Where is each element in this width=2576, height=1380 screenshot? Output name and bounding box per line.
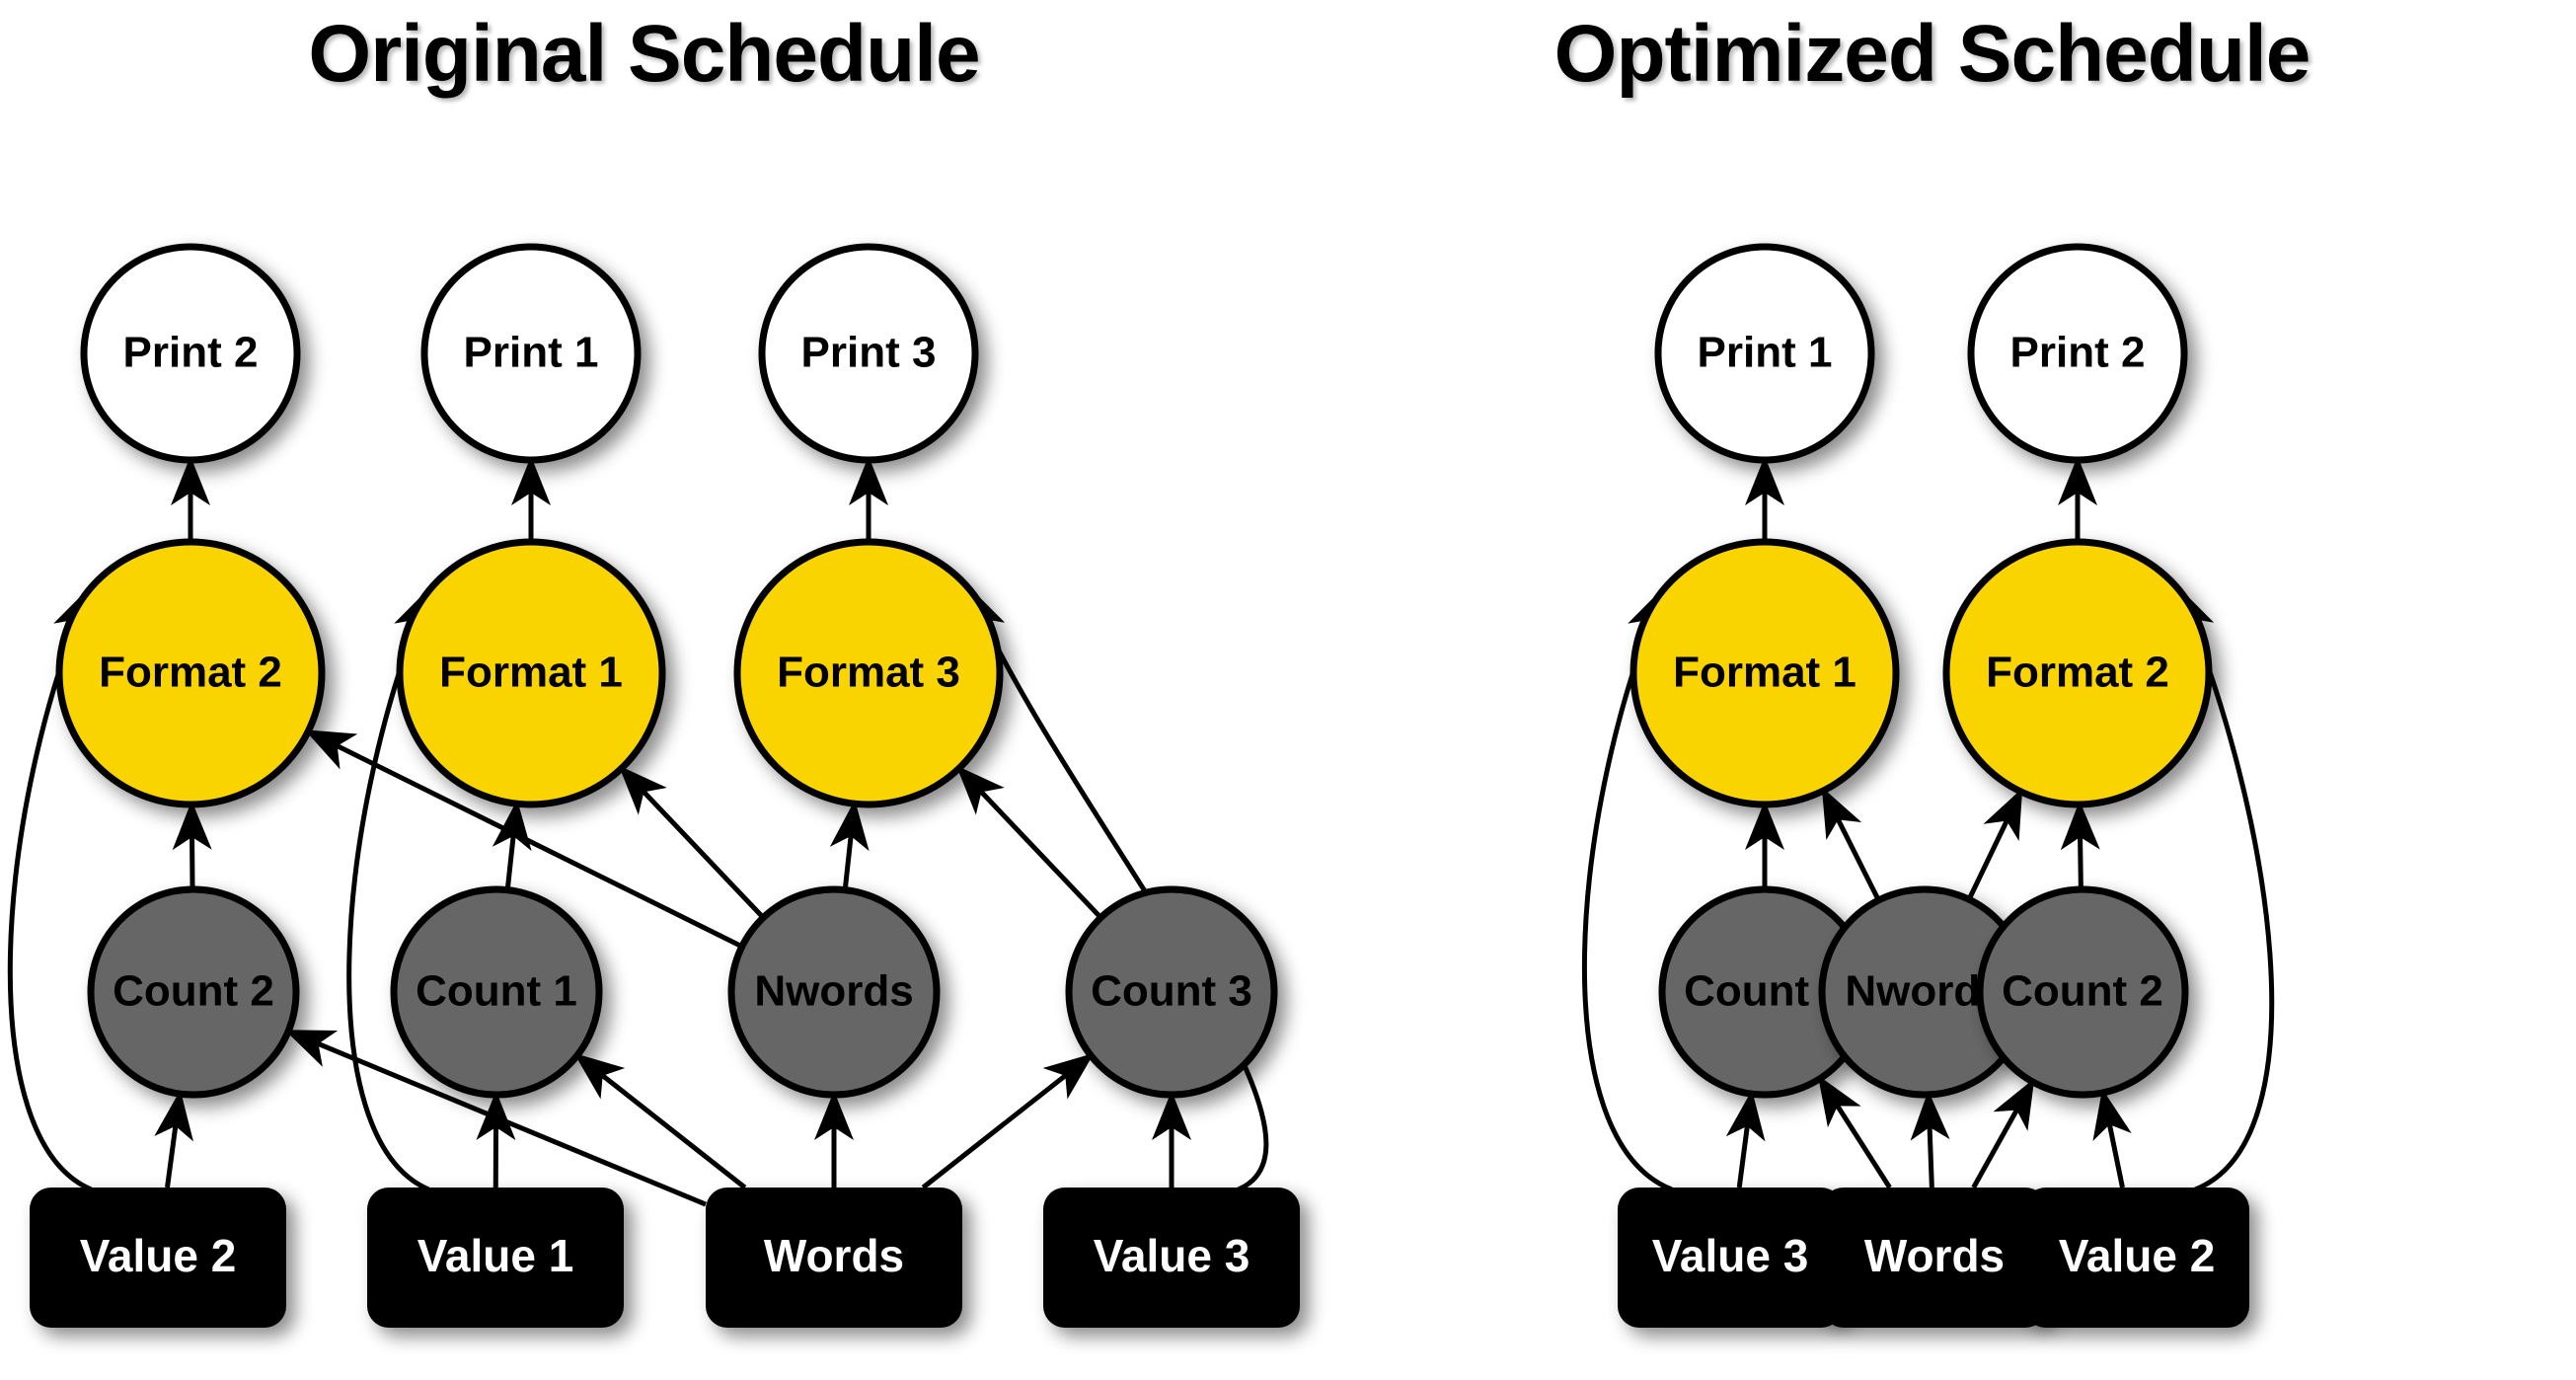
edge-count2-to-format2 [172,800,212,890]
edge-value3-to-format3 [966,584,1269,1192]
node-count3[interactable]: Count 3 [1065,885,1278,1099]
node-count1[interactable]: Count 1 [390,885,603,1099]
node-shape-o_print1 [1654,243,1875,464]
node-print2[interactable]: Print 2 [80,243,301,464]
edge-count3-to-format3 [955,765,1103,920]
edge-o_count2-to-o_format2 [2060,800,2100,890]
edge-value1-to-format1 [346,585,432,1192]
edge-words-to-count1 [573,1052,747,1189]
panel-title-optimized: Optimized Schedule [1553,9,2311,99]
edge-o_words-to-o_count2 [1971,1078,2035,1189]
node-shape-value2 [30,1188,286,1328]
node-o_value2[interactable]: Value 2 [2024,1188,2249,1328]
node-words[interactable]: Words [706,1188,962,1328]
node-shape-count2 [87,885,300,1099]
node-shape-o_value3 [1618,1188,1843,1328]
edge-nwords-to-format1 [618,765,766,920]
node-shape-o_words [1822,1188,2047,1328]
edge-value2-to-count2 [154,1090,193,1188]
node-o_format2[interactable]: Format 2 [1942,538,2213,808]
node-format1[interactable]: Format 1 [396,538,666,808]
node-shape-o_print2 [1967,243,2188,464]
node-shape-nwords [727,885,941,1099]
node-print1[interactable]: Print 1 [420,243,642,464]
node-shape-format3 [733,538,1004,808]
edge-value2-to-format2 [7,585,93,1192]
node-o_value3[interactable]: Value 3 [1618,1188,1843,1328]
edge-o_value2-to-o_format2 [2175,584,2275,1192]
node-value3[interactable]: Value 3 [1043,1188,1300,1328]
node-o_print1[interactable]: Print 1 [1654,243,1875,464]
node-shape-format2 [55,538,326,808]
edge-count1-to-format1 [492,800,532,890]
node-nwords[interactable]: Nwords [727,885,941,1099]
node-shape-o_value2 [2024,1188,2249,1328]
edge-o_value3-to-o_format1 [1581,585,1673,1192]
node-shape-o_format1 [1629,538,1900,808]
node-shape-words [706,1188,962,1328]
node-shape-format1 [396,538,666,808]
panel-title-original: Original Schedule [308,9,980,99]
node-print3[interactable]: Print 3 [758,243,979,464]
edge-o_nwords-to-o_format1 [1821,787,1881,902]
node-o_words[interactable]: Words [1822,1188,2047,1328]
node-shape-value3 [1043,1188,1300,1328]
edge-o_value2-to-o_count2 [2092,1088,2132,1188]
panel-original-schedule: Original Schedule Print 2 Print 1 Print 3 F… [7,9,1300,1328]
node-value1[interactable]: Value 1 [367,1188,624,1328]
edge-nwords-to-format2 [304,728,743,950]
node-format3[interactable]: Format 3 [733,538,1004,808]
edges-layer-optimized [1581,455,2275,1192]
edge-words-to-count2 [284,1029,707,1207]
edge-nwords-to-format3 [829,800,870,890]
node-shape-count1 [390,885,603,1099]
node-shape-count3 [1065,885,1278,1099]
edge-o_words-to-o_nwords [1910,1090,1950,1188]
edge-o_value3-to-o_count1 [1725,1090,1766,1188]
edge-o_nwords-to-o_format2 [1966,788,2023,901]
node-value2[interactable]: Value 2 [30,1188,286,1328]
edge-o_words-to-o_count1 [1817,1075,1892,1189]
node-shape-print2 [80,243,301,464]
node-shape-print3 [758,243,979,464]
node-shape-value1 [367,1188,624,1328]
panel-optimized-schedule: Optimized Schedule Print 1 Print 2 Format … [1288,0,2576,1380]
node-count2[interactable]: Count 2 [87,885,300,1099]
edge-words-to-count3 [921,1052,1095,1189]
node-o_count2[interactable]: Count 2 [1976,885,2189,1099]
node-shape-print1 [420,243,642,464]
node-shape-o_count2 [1976,885,2189,1099]
node-format2[interactable]: Format 2 [55,538,326,808]
node-o_print2[interactable]: Print 2 [1967,243,2188,464]
node-o_format1[interactable]: Format 1 [1629,538,1900,808]
node-shape-o_format2 [1942,538,2213,808]
